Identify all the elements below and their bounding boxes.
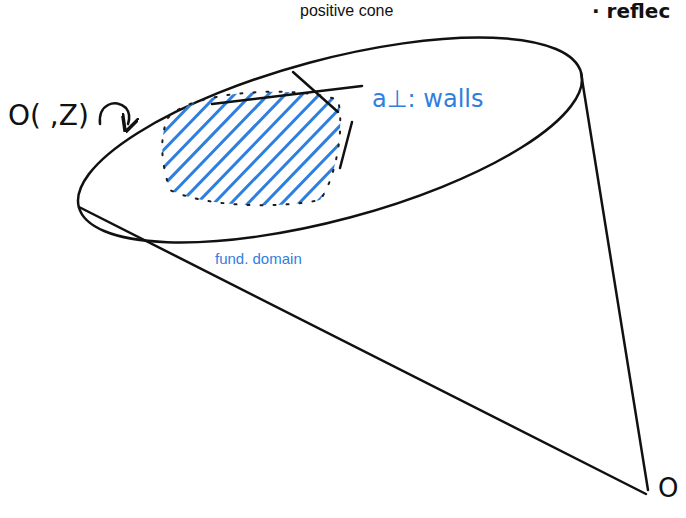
cone-side: [581, 73, 648, 490]
cone-side: [79, 207, 646, 494]
hatch-stroke: [244, 70, 394, 225]
hatch-stroke: [346, 70, 496, 225]
wall-line: [293, 72, 338, 112]
figure-title: positive cone: [300, 2, 393, 20]
walls-label: a⊥: walls: [372, 86, 484, 114]
cone-rim: [58, 0, 602, 285]
domain-hatch: [40, 70, 564, 225]
origin-label: O: [658, 474, 678, 504]
wall-line: [212, 86, 362, 104]
domain-label: fund. domain: [215, 250, 302, 267]
domain-boundary: [162, 92, 340, 205]
note-text: · reflec: [592, 0, 670, 23]
action-arrow: [100, 103, 129, 124]
hatch-stroke: [363, 70, 513, 225]
wall-line: [340, 122, 352, 168]
group-label: O( ,Z): [8, 100, 89, 132]
